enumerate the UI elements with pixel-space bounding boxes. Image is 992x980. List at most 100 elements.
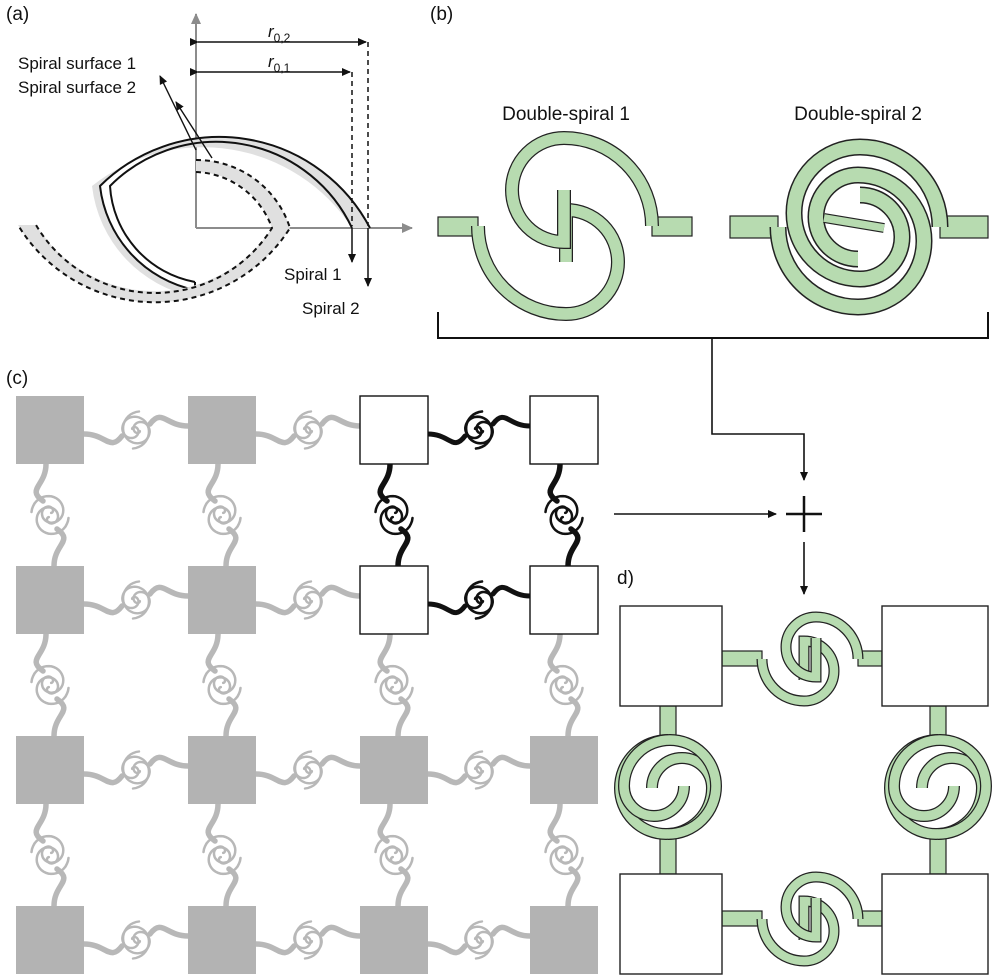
lattice-links <box>30 410 584 960</box>
surface-2-arrow <box>175 101 213 159</box>
r02-label: r0,2 <box>268 22 291 45</box>
link-arm <box>319 924 363 939</box>
d-left-spiral <box>613 705 723 875</box>
spiral-surface-1-label: Spiral surface 1 <box>18 54 136 73</box>
lattice-square <box>188 566 256 634</box>
lattice-square <box>188 396 256 464</box>
lattice-square <box>16 736 84 804</box>
link-spiral <box>464 580 495 615</box>
link-arm <box>425 601 468 615</box>
link-spiral <box>207 506 242 536</box>
d-square-top-right <box>881 605 989 707</box>
link-spiral <box>379 506 414 536</box>
link-arm <box>147 924 191 939</box>
panel-b-label: (b) <box>430 4 453 25</box>
link-arm <box>81 431 125 446</box>
lattice-square <box>530 906 598 974</box>
link-arm <box>490 415 533 429</box>
link-spiral <box>464 410 495 445</box>
d-square-bottom-right <box>881 873 989 975</box>
link-arm <box>147 584 191 599</box>
d-square-bottom-left <box>619 873 723 975</box>
double-spiral-1 <box>437 130 693 322</box>
panel-d: d) <box>613 568 992 975</box>
link-spiral <box>121 750 151 785</box>
link-spiral <box>207 676 242 706</box>
spiral-1-outer-edge <box>98 136 371 291</box>
link-spiral <box>379 846 414 876</box>
lattice-square <box>529 565 599 635</box>
spiral-2-label: Spiral 2 <box>302 299 360 318</box>
link-spiral <box>549 506 584 536</box>
surface-1-arrow <box>159 75 197 151</box>
panel-b: (b) Double-spiral 1 Double-spiral 2 <box>430 4 989 481</box>
panel-c: (c) <box>6 368 599 974</box>
link-arm <box>253 941 297 956</box>
lattice-square <box>360 906 428 974</box>
link-arm <box>490 924 533 939</box>
spiral-2-inner-edge <box>35 171 274 294</box>
link-spiral <box>207 846 242 876</box>
d-square-top-left <box>619 605 723 707</box>
link-spiral <box>464 750 494 785</box>
spiral-2-outer-edge <box>17 158 292 304</box>
lattice-square <box>529 395 599 465</box>
link-arm <box>425 771 468 786</box>
spiral-1-label: Spiral 1 <box>284 265 342 284</box>
double-spiral-1-title: Double-spiral 1 <box>502 104 630 125</box>
lattice-square <box>188 736 256 804</box>
lattice-squares <box>16 395 599 974</box>
spiral-1-inner-edge <box>108 140 353 283</box>
panel-a-label: (a) <box>6 4 29 25</box>
link-spiral <box>293 750 323 785</box>
r01-label: r0,1 <box>268 52 291 75</box>
d-bottom-spiral <box>721 871 883 967</box>
link-spiral <box>464 920 494 955</box>
link-arm <box>425 941 468 956</box>
link-arm <box>147 414 191 429</box>
link-spiral <box>35 846 70 876</box>
link-arm <box>319 754 363 769</box>
link-spiral <box>35 676 70 706</box>
panel-c-label: (c) <box>6 368 28 389</box>
link-spiral <box>35 506 70 536</box>
link-spiral <box>121 920 151 955</box>
link-arm <box>81 771 125 786</box>
d-top-spiral <box>721 611 883 707</box>
double-spiral-2 <box>729 138 989 316</box>
link-arm <box>490 754 533 769</box>
lattice-square <box>360 736 428 804</box>
link-arm <box>253 771 297 786</box>
plus-icon <box>786 496 822 532</box>
panel-a: (a) r0,2 r0,1 Spiral surface 1 Spiral su… <box>6 4 413 318</box>
link-spiral <box>549 676 584 706</box>
link-arm <box>253 431 297 446</box>
lattice-square <box>188 906 256 974</box>
spiral-surface-2-label: Spiral surface 2 <box>18 78 136 97</box>
lattice-square <box>359 395 429 465</box>
lattice-square <box>359 565 429 635</box>
bracket <box>437 312 989 339</box>
double-spiral-2-title: Double-spiral 2 <box>794 104 922 125</box>
link-spiral <box>293 580 323 615</box>
link-arm <box>425 431 468 445</box>
link-arm <box>147 754 191 769</box>
link-spiral <box>549 846 584 876</box>
link-arm <box>319 414 363 429</box>
link-spiral <box>121 410 151 445</box>
link-spiral <box>293 410 323 445</box>
lattice-square <box>530 736 598 804</box>
combine-arrow-top <box>711 338 808 481</box>
link-arm <box>253 601 297 616</box>
panel-d-label: d) <box>617 568 634 589</box>
link-arm <box>81 601 125 616</box>
lattice-square <box>16 396 84 464</box>
link-arm <box>490 585 533 599</box>
lattice-square <box>16 566 84 634</box>
link-spiral <box>121 580 151 615</box>
lattice-square <box>16 906 84 974</box>
link-spiral <box>379 676 414 706</box>
link-arm <box>81 941 125 956</box>
d-right-spiral <box>883 705 992 875</box>
